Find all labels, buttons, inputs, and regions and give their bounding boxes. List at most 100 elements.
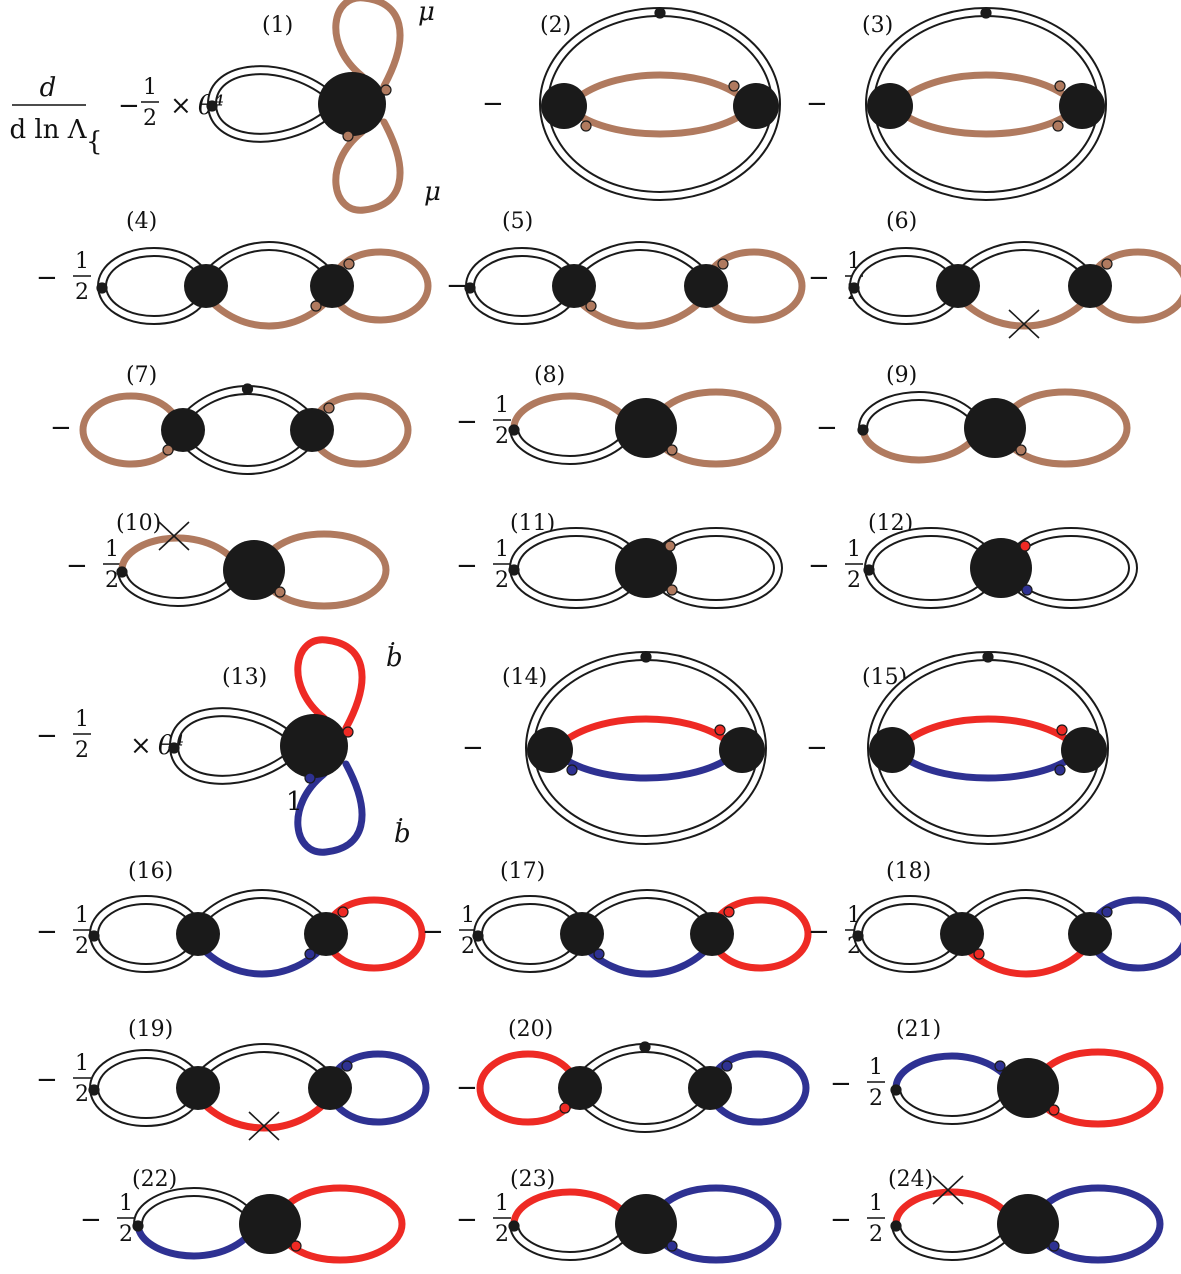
minus-sign: − [830, 1205, 852, 1235]
left-loop-dot [857, 424, 869, 436]
diagram-number: (9) [886, 363, 917, 388]
bottom-vertex-dot [310, 300, 322, 312]
inner-arc-bottom [576, 112, 744, 138]
inner-arc-bottom [562, 756, 730, 782]
right-vertex-dot [1101, 906, 1113, 918]
right-vertex-dot [341, 1060, 353, 1072]
fraction-denominator: 2 [847, 568, 861, 593]
minus-sign: − [830, 1069, 852, 1099]
fraction-denominator: 2 [143, 106, 157, 131]
fraction-numerator: 1 [847, 537, 861, 562]
left-loop-bottom-double-inner [511, 427, 627, 463]
left-loop-top-double-inner [860, 393, 976, 429]
vertex-dot-bottom [666, 444, 678, 456]
right-vertex [310, 264, 354, 308]
central-vertex [964, 398, 1026, 458]
diagram-20: −(20) [456, 1017, 810, 1133]
right-vertex-dot [343, 258, 355, 270]
diagram-number: (23) [510, 1167, 555, 1192]
bottom-vertex-dot [304, 948, 316, 960]
left-loop-bottom-colored [859, 424, 977, 464]
diagram-6: −12(6) [808, 209, 1181, 339]
fraction-denominator: 2 [75, 738, 89, 763]
lens-bottom-colored [202, 292, 336, 330]
left-vertex [541, 83, 587, 129]
minus-sign: − [456, 551, 478, 581]
left-loop-bottom-double-inner [511, 1223, 627, 1259]
arc-dot-top [714, 724, 726, 736]
fraction-numerator: 1 [495, 1191, 509, 1216]
tadpole-dot [852, 930, 864, 942]
lens-bottom-colored [194, 940, 330, 978]
right-vertex [733, 83, 779, 129]
left-loop-dot [559, 1102, 571, 1114]
bottom-vertex-dot [593, 948, 605, 960]
central-vertex [615, 538, 677, 598]
diagram-number: (13) [222, 665, 267, 690]
lens-top-double-inner [579, 891, 715, 927]
diagram-number: (8) [534, 363, 565, 388]
inner-arc-top [904, 715, 1072, 744]
tadpole-dot [168, 742, 180, 754]
left-loop-dot [132, 1220, 144, 1232]
bdot-label-bottom: ḃ [394, 817, 411, 849]
cross-mark [158, 521, 190, 551]
left-vertex [558, 1066, 602, 1110]
diagram-number: (4) [126, 209, 157, 234]
vertex-dot-bottom [666, 584, 678, 596]
fraction-denominator: 2 [119, 1222, 133, 1247]
left-vertex [552, 264, 596, 308]
minus-sign: − [422, 917, 444, 947]
cross-mark [1008, 309, 1040, 339]
diagram-number: (5) [502, 209, 533, 234]
central-vertex [997, 1194, 1059, 1254]
right-vertex-dot [1101, 258, 1113, 270]
diagram-8: −12(8) [456, 363, 782, 468]
right-vertex-dot [723, 906, 735, 918]
fraction-numerator: 1 [869, 1055, 883, 1080]
diagram-2: −(2) [482, 7, 781, 201]
upper-petal [332, 0, 404, 90]
fraction-denominator: 2 [75, 280, 89, 305]
ring-top-dot [982, 651, 994, 663]
right-vertex [1059, 83, 1105, 129]
lower-petal [332, 118, 404, 214]
central-vertex [239, 1194, 301, 1254]
right-vertex [684, 264, 728, 308]
diagram-14: −(14) [462, 651, 767, 845]
fraction-denominator: 2 [869, 1086, 883, 1111]
upper-petal [294, 636, 366, 732]
minus-sign: − [482, 89, 504, 119]
diagram-22: −12(22) [80, 1167, 406, 1264]
top-line-dot [241, 383, 254, 395]
left-loop-bottom-double-inner [893, 1223, 1009, 1259]
fraction-numerator: 1 [105, 537, 119, 562]
left-vertex [940, 912, 984, 956]
minus-sign: − [808, 917, 830, 947]
minus-sign: − [456, 1073, 478, 1103]
fraction-denominator: 2 [75, 1082, 89, 1107]
left-loop-bottom-double-inner [119, 569, 235, 605]
left-vertex [560, 912, 604, 956]
right-vertex [1068, 912, 1112, 956]
left-loop-top-colored [118, 534, 236, 574]
lens-bottom-colored [570, 292, 710, 330]
lens-top-double-inner [959, 891, 1093, 926]
left-loop-top-colored [892, 1188, 1010, 1228]
inner-arc-top [562, 715, 730, 744]
diagram-number: (1) [262, 13, 293, 38]
central-vertex [318, 72, 386, 136]
left-loop-bottom-double [891, 1087, 1010, 1125]
minus-sign: − [806, 89, 828, 119]
tadpole-dot [206, 100, 218, 112]
left-loop-dot [116, 566, 128, 578]
vertex-dot-bottom [1048, 1104, 1060, 1116]
diagram-number: (18) [886, 859, 931, 884]
left-loop-top-double-inner [135, 1189, 251, 1225]
arc-dot-bottom [580, 120, 592, 132]
diagram-18: −12(18) [808, 859, 1181, 978]
fraction-numerator: 1 [143, 75, 157, 100]
vertex-dot-bottom [1015, 444, 1027, 456]
minus-sign: − [36, 1065, 58, 1095]
